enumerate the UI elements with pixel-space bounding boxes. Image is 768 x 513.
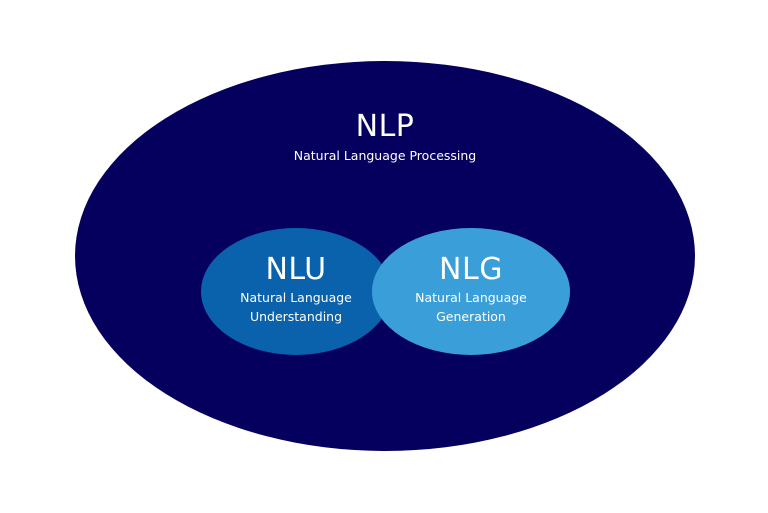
nlp-label: NLP Natural Language Processing <box>235 112 535 165</box>
nlg-label: NLG Natural Language Generation <box>372 255 570 326</box>
nlg-full-name-line2: Generation <box>436 309 506 324</box>
nlg-ellipse <box>372 228 570 355</box>
nlg-abbr: NLG <box>439 252 503 287</box>
nlg-full-name-line1: Natural Language <box>415 290 527 305</box>
nlu-abbr: NLU <box>265 252 327 287</box>
nlp-abbr: NLP <box>355 109 415 144</box>
nlp-ellipse <box>75 61 695 451</box>
nlu-full-name-line1: Natural Language <box>240 290 352 305</box>
nlu-label: NLU Natural Language Understanding <box>201 255 391 326</box>
nlu-full-name-line2: Understanding <box>249 309 343 324</box>
nlu-ellipse <box>201 228 391 355</box>
nlp-full-name: Natural Language Processing <box>293 148 477 163</box>
